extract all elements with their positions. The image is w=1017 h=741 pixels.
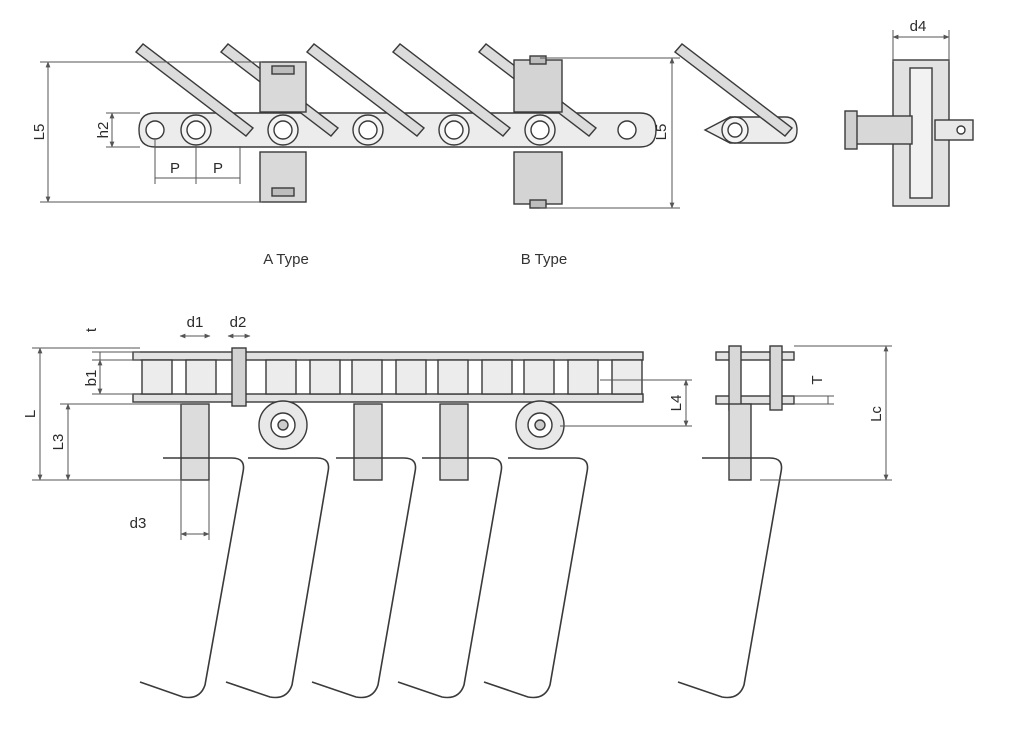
dim-d1: d1 (187, 314, 204, 331)
dim-P-1: P (170, 160, 180, 177)
dim-Lc: Lc (868, 406, 885, 422)
top-chain-view (134, 43, 657, 209)
bottom-chain-view (132, 347, 644, 699)
caption-a-type: A Type (263, 251, 309, 268)
roller-rings (145, 114, 637, 146)
dim-L5-left: L5 (31, 124, 48, 141)
type-b-roller-block (513, 55, 563, 209)
dimension-lines (32, 30, 950, 540)
dim-L3: L3 (50, 434, 67, 451)
chain-link-plates (138, 112, 657, 148)
dim-L: L (22, 410, 39, 418)
end-section-view (844, 59, 974, 207)
hook-side-view (677, 345, 795, 699)
dim-T: T (809, 375, 826, 384)
dim-L4: L4 (668, 395, 685, 412)
dim-P-2: P (213, 160, 223, 177)
dim-d2: d2 (230, 314, 247, 331)
dim-h2: h2 (95, 122, 112, 139)
type-captions: A Type B Type (263, 251, 567, 268)
dim-b1: b1 (83, 370, 100, 387)
post-rollers (258, 400, 565, 450)
dim-d4: d4 (910, 18, 927, 35)
hooks (139, 457, 589, 699)
dimension-labels: L5 h2 P P L5 d4 t d1 d2 b1 L L3 d3 L4 T … (22, 18, 926, 532)
caption-b-type: B Type (521, 251, 567, 268)
dim-d3: d3 (130, 515, 147, 532)
single-link-view (673, 43, 798, 144)
type-a-roller-block (259, 61, 307, 203)
dim-L5-right: L5 (653, 124, 670, 141)
bottom-rollers (141, 359, 643, 395)
dim-t: t (83, 327, 100, 332)
extended-pin-d2 (231, 347, 247, 407)
hook-posts (180, 403, 469, 481)
